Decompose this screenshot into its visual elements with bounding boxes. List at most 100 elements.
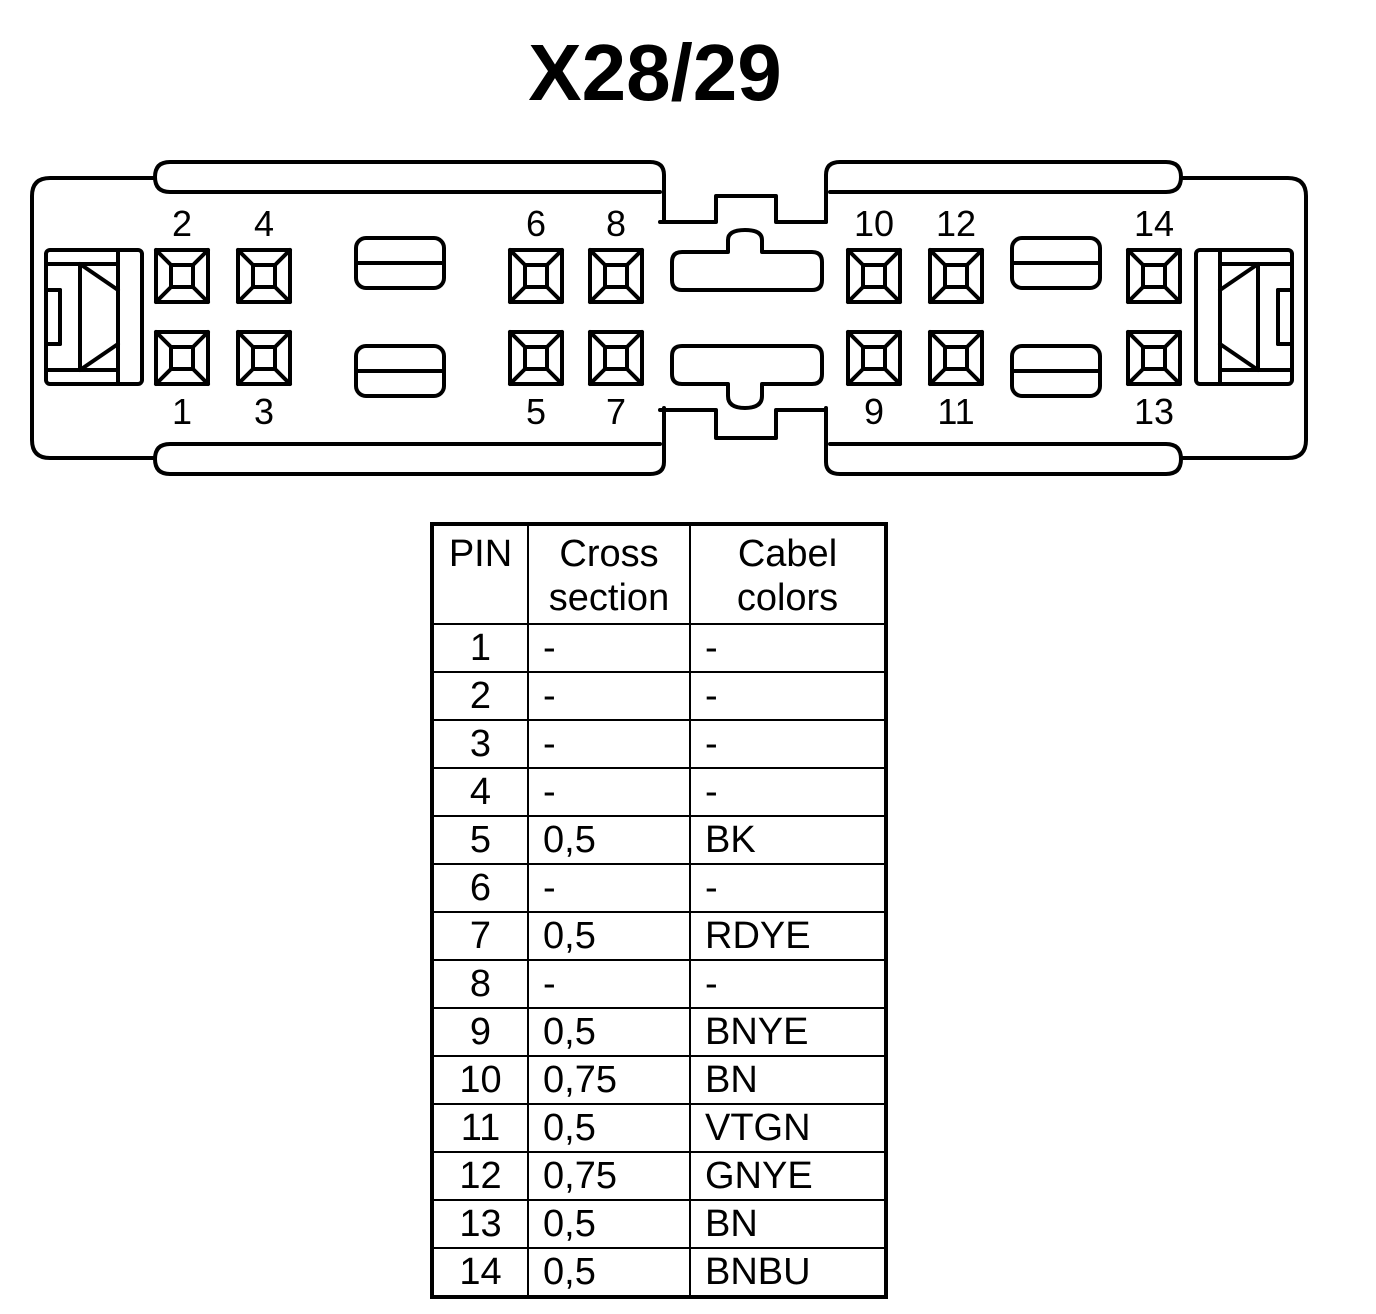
cross-section-cell: 0,75 xyxy=(527,1151,691,1201)
left-latch xyxy=(44,248,144,386)
pin-cavity xyxy=(236,330,292,386)
top-right-rail xyxy=(824,160,1183,224)
pin-number-label: 5 xyxy=(526,391,546,432)
cross-section-cell: 0,75 xyxy=(527,1055,691,1105)
pin-cavity xyxy=(1126,248,1182,304)
cable-color-cell: - xyxy=(689,719,887,769)
pin-number-label: 8 xyxy=(606,203,626,244)
pin-number-label: 4 xyxy=(254,203,274,244)
pin-cell: 1 xyxy=(431,623,529,673)
cable-color-cell: VTGN xyxy=(689,1103,887,1153)
pin-cell: 8 xyxy=(431,959,529,1009)
pin-cell: 11 xyxy=(431,1103,529,1153)
top-key xyxy=(670,228,824,292)
cable-color-cell: BNBU xyxy=(689,1247,887,1298)
pin-cavities xyxy=(154,248,1182,386)
pin-cavity xyxy=(154,248,210,304)
bottom-right-rail xyxy=(824,406,1183,476)
bottom-key xyxy=(670,344,824,410)
pin-cell: 13 xyxy=(431,1199,529,1249)
pin-cavity xyxy=(928,248,984,304)
cable-color-cell: - xyxy=(689,671,887,721)
blank-cavities xyxy=(354,236,1102,398)
connector-title: X28/29 xyxy=(528,28,782,117)
table-row: 1-- xyxy=(431,623,887,673)
pin-cavity xyxy=(846,248,902,304)
cross-section-cell: 0,5 xyxy=(527,1103,691,1153)
pin-cavity xyxy=(154,330,210,386)
pin-number-label: 14 xyxy=(1134,203,1174,244)
cross-section-cell: - xyxy=(527,959,691,1009)
pin-cavity xyxy=(508,330,564,386)
cross-section-cell: 0,5 xyxy=(527,911,691,961)
header-cable-colors: Cabel colors xyxy=(689,523,887,625)
bottom-left-rail xyxy=(153,406,666,476)
cross-section-cell: - xyxy=(527,863,691,913)
cable-color-cell: - xyxy=(689,623,887,673)
pin-cell: 9 xyxy=(431,1007,529,1057)
pin-number-label: 1 xyxy=(172,391,192,432)
cable-color-cell: - xyxy=(689,767,887,817)
header-cross-section: Cross section xyxy=(527,523,691,625)
cross-section-cell: 0,5 xyxy=(527,1007,691,1057)
pin-cavity xyxy=(846,330,902,386)
cross-section-cell: - xyxy=(527,623,691,673)
table-header-row: PIN Cross section Cabel colors xyxy=(431,523,887,625)
cable-color-cell: GNYE xyxy=(689,1151,887,1201)
header-pin: PIN xyxy=(431,523,529,625)
table-row: 3-- xyxy=(431,719,887,769)
table-row: 2-- xyxy=(431,671,887,721)
cable-color-cell: RDYE xyxy=(689,911,887,961)
cable-color-cell: BN xyxy=(689,1199,887,1249)
cross-section-cell: 0,5 xyxy=(527,1199,691,1249)
pin-number-label: 13 xyxy=(1134,391,1174,432)
pin-cavity xyxy=(928,330,984,386)
cable-color-cell: - xyxy=(689,959,887,1009)
cross-section-cell: - xyxy=(527,719,691,769)
pin-number-label: 9 xyxy=(864,391,884,432)
pin-cell: 5 xyxy=(431,815,529,865)
pin-cell: 12 xyxy=(431,1151,529,1201)
pin-number-label: 12 xyxy=(936,203,976,244)
pin-number-label: 2 xyxy=(172,203,192,244)
cross-section-cell: 0,5 xyxy=(527,1247,691,1298)
pin-cell: 3 xyxy=(431,719,529,769)
pin-cell: 10 xyxy=(431,1055,529,1105)
cable-color-cell: - xyxy=(689,863,887,913)
pin-cavity xyxy=(588,330,644,386)
pin-assignment-table: PIN Cross section Cabel colors 1--2--3--… xyxy=(430,522,888,1299)
pin-cell: 14 xyxy=(431,1247,529,1298)
pin-number-label: 11 xyxy=(937,391,974,432)
pin-cell: 6 xyxy=(431,863,529,913)
housing-outline xyxy=(30,176,1308,460)
cross-section-cell: - xyxy=(527,671,691,721)
top-key-notch xyxy=(658,194,828,224)
pin-cavity xyxy=(508,248,564,304)
bottom-key-notch xyxy=(658,408,828,440)
table-row: 4-- xyxy=(431,767,887,817)
cable-color-cell: BK xyxy=(689,815,887,865)
pin-cavity xyxy=(236,248,292,304)
pin-cavity xyxy=(588,248,644,304)
right-latch xyxy=(1194,248,1294,386)
pin-number-label: 3 xyxy=(254,391,274,432)
pin-number-label: 6 xyxy=(526,203,546,244)
cross-section-cell: 0,5 xyxy=(527,815,691,865)
pin-cell: 7 xyxy=(431,911,529,961)
pin-cell: 2 xyxy=(431,671,529,721)
cable-color-cell: BN xyxy=(689,1055,887,1105)
pin-number-label: 10 xyxy=(854,203,894,244)
pin-number-label: 7 xyxy=(606,391,626,432)
cross-section-cell: - xyxy=(527,767,691,817)
cable-color-cell: BNYE xyxy=(689,1007,887,1057)
table-row: 6-- xyxy=(431,863,887,913)
